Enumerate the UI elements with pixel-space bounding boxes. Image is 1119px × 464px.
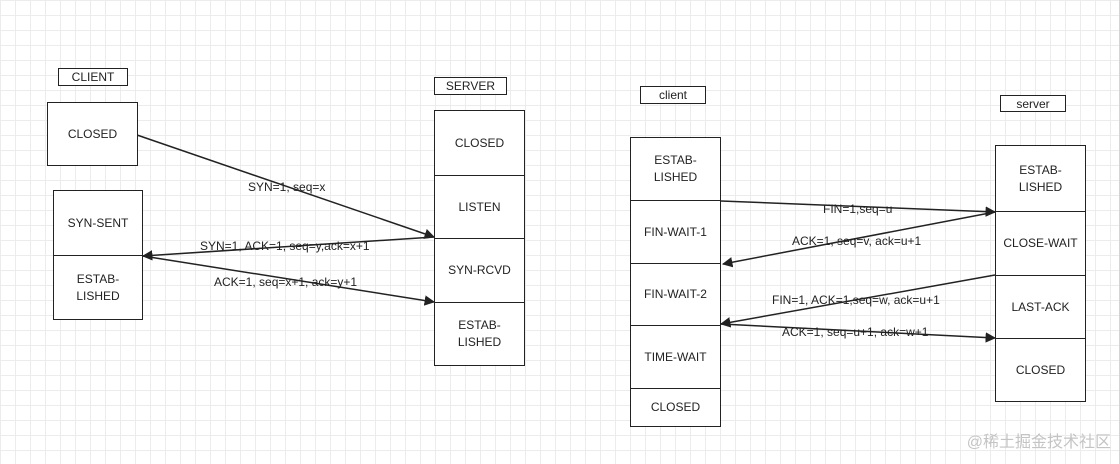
client-header-teardown: client bbox=[640, 86, 706, 104]
arrow-fin1 bbox=[720, 200, 997, 217]
server-state-close-wait: CLOSE-WAIT bbox=[995, 211, 1086, 276]
message-fin-2: FIN=1, ACK=1,seq=w, ack=u+1 bbox=[772, 293, 940, 307]
message-ack: ACK=1, seq=x+1, ack=y+1 bbox=[214, 275, 358, 289]
arrow-syn bbox=[136, 134, 435, 239]
client-state-fin-wait-1: FIN-WAIT-1 bbox=[630, 200, 721, 264]
server-state-syn-rcvd: SYN-RCVD bbox=[434, 238, 525, 303]
message-syn-ack: SYN=1, ACK=1, seq=y,ack=x+1 bbox=[200, 239, 370, 253]
client-state-established: ESTAB- LISHED bbox=[53, 255, 143, 320]
watermark: @稀土掘金技术社区 bbox=[966, 434, 1111, 451]
server-state-closed-teardown: CLOSED bbox=[995, 338, 1086, 402]
message-ack-fin-1: ACK=1, seq=v, ack=u+1 bbox=[792, 234, 922, 248]
message-ack-fin-2: ACK=1, seq=u+1, ack=w+1 bbox=[782, 325, 929, 339]
arrow-ack1 bbox=[721, 211, 996, 268]
arrow-ack2 bbox=[720, 323, 997, 343]
server-state-established-teardown: ESTAB- LISHED bbox=[995, 145, 1086, 212]
client-state-time-wait: TIME-WAIT bbox=[630, 325, 721, 389]
server-state-last-ack: LAST-ACK bbox=[995, 275, 1086, 339]
client-state-syn-sent: SYN-SENT bbox=[53, 190, 143, 256]
message-fin-1: FIN=1,seq=u bbox=[823, 202, 893, 216]
arrow-fin2 bbox=[719, 274, 996, 328]
client-state-closed-teardown: CLOSED bbox=[630, 388, 721, 427]
server-state-closed: CLOSED bbox=[434, 110, 525, 176]
client-header: CLIENT bbox=[58, 68, 128, 86]
arrow-syn-ack bbox=[141, 236, 435, 261]
server-header-teardown: server bbox=[1000, 95, 1066, 112]
arrow-ack bbox=[142, 255, 436, 306]
server-state-established: ESTAB- LISHED bbox=[434, 302, 525, 366]
server-header: SERVER bbox=[434, 77, 507, 95]
client-state-fin-wait-2: FIN-WAIT-2 bbox=[630, 263, 721, 326]
client-state-established-teardown: ESTAB- LISHED bbox=[630, 137, 721, 201]
client-state-closed: CLOSED bbox=[47, 102, 138, 166]
server-state-listen: LISTEN bbox=[434, 175, 525, 239]
message-syn: SYN=1, seq=x bbox=[248, 180, 326, 194]
